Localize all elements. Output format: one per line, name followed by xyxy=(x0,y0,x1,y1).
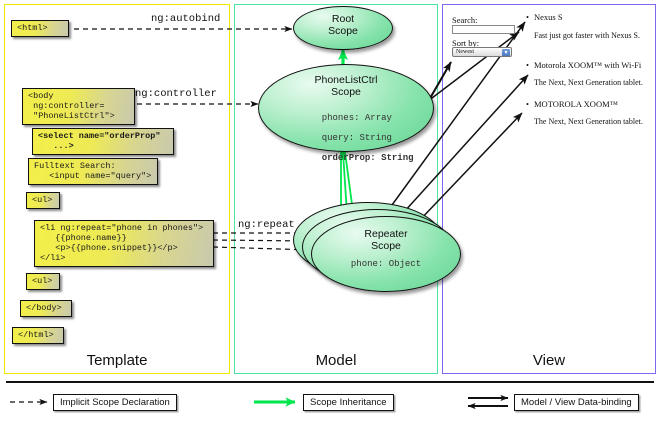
code-box-search-input: Fulltext Search: <input name="query"> xyxy=(28,158,158,186)
code-box-body-close: </body> xyxy=(20,300,72,318)
code-box-html-close: </html> xyxy=(12,327,64,345)
scope-phonelistctrl-prop-query: query: String xyxy=(321,133,392,144)
view-phone-name-2: Motorola XOOM™ with Wi-Fi xyxy=(526,60,641,70)
legend-divider xyxy=(6,381,654,383)
chevron-down-icon: ▾ xyxy=(502,49,510,56)
view-search-input[interactable] xyxy=(452,25,515,34)
view-phone-name-3: MOTOROLA XOOM™ xyxy=(526,99,618,109)
view-sort-label: Sort by: xyxy=(452,38,480,48)
panel-template: Template xyxy=(4,4,230,374)
scope-phonelistctrl: PhoneListCtrl Scope phones: Array query:… xyxy=(258,64,434,163)
wire-label-autobind: ng:autobind xyxy=(151,13,221,25)
view-sort-value: Newest xyxy=(456,49,474,55)
legend-glyphs xyxy=(10,394,509,410)
scope-phonelistctrl-prop-orderprop: orderProp: String xyxy=(321,153,414,164)
scope-repeater-title-1: Repeater xyxy=(364,228,408,240)
view-phone-snippet-1: Fast just got faster with Nexus S. xyxy=(534,31,640,40)
legend-item-implicit-scope-declaration: Implicit Scope Declaration xyxy=(53,394,177,411)
view-phone-snippet-3: The Next, Next Generation tablet. xyxy=(534,117,643,126)
code-box-body-open: <body ng:controller= "PhoneListCtrl"> xyxy=(22,88,135,126)
view-phone-snippet-2: The Next, Next Generation tablet. xyxy=(534,78,643,87)
scope-phonelistctrl-title-1: PhoneListCtrl xyxy=(314,74,378,86)
code-box-ul-close: <ul> xyxy=(26,273,60,291)
panel-template-label: Template xyxy=(86,352,148,369)
panel-view-label: View xyxy=(532,352,566,369)
view-phone-name-1: Nexus S xyxy=(526,12,562,22)
scope-repeater-prop-phone: phone: Object xyxy=(350,259,422,270)
legend-item-scope-inheritance: Scope Inheritance xyxy=(303,394,394,411)
code-box-select-tag: <select name="orderProp" ...> xyxy=(32,128,174,156)
wire-label-repeat: ng:repeat xyxy=(238,219,295,231)
view-search-label: Search: xyxy=(452,15,478,25)
scope-repeater: Repeater Scope phone: Object xyxy=(311,216,461,292)
code-box-html-open: <html> xyxy=(11,20,69,38)
scope-root-title-1: Root xyxy=(331,13,355,25)
code-box-li-repeat: <li ng:repeat="phone in phones"> {{phone… xyxy=(34,220,214,268)
scope-root-title-2: Scope xyxy=(328,24,358,37)
view-sort-select[interactable]: Newest ▾ xyxy=(452,47,512,57)
scope-phonelistctrl-title-2: Scope xyxy=(331,86,361,99)
scope-phonelistctrl-prop-phones: phones: Array xyxy=(321,113,392,124)
scope-root: Root Scope xyxy=(293,6,393,50)
code-box-ul-open: <ul> xyxy=(26,192,60,210)
wire-label-controller: ng:controller xyxy=(135,88,217,100)
panel-model: Model xyxy=(234,4,438,374)
legend: Implicit Scope Declaration Scope Inherit… xyxy=(0,381,660,421)
scope-repeater-title-2: Scope xyxy=(371,240,401,253)
legend-item-model-view-databinding: Model / View Data-binding xyxy=(514,394,639,411)
panel-model-label: Model xyxy=(315,352,357,369)
